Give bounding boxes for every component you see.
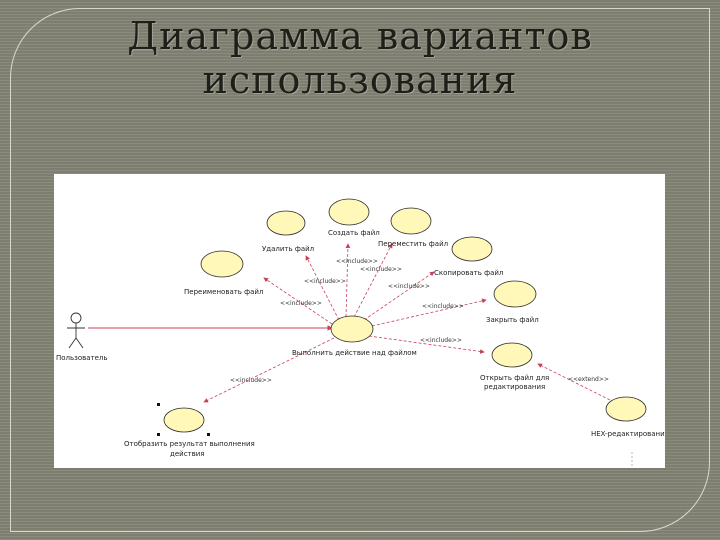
usecase-close-label: Закрыть файл	[486, 316, 539, 324]
actor-user	[67, 312, 85, 349]
usecase-show-label-2: действия	[170, 450, 205, 458]
usecase-copy	[451, 236, 493, 262]
usecase-open-edit-label-1: Открыть файл для	[480, 374, 549, 382]
slide-title: Диаграмма вариантов использования	[0, 14, 720, 102]
diagram-panel: Пользователь <<include>> <<include>> <<i…	[54, 174, 665, 468]
usecase-move-label: Переместить файл	[378, 240, 448, 248]
slide-frame	[10, 8, 710, 532]
extend-label: <<extend>>	[568, 376, 609, 383]
usecase-show-result	[163, 407, 205, 433]
include-label: <<include>>	[230, 377, 272, 384]
usecase-show-label-1: Отобразить результат выполнения	[124, 440, 255, 448]
include-relations	[203, 243, 611, 403]
usecase-main-label: Выполнить действие над файлом	[292, 349, 417, 357]
title-line-2: использования	[202, 58, 518, 102]
usecase-create-label: Создать файл	[328, 229, 380, 237]
selection-handle	[207, 433, 210, 436]
usecase-main	[330, 315, 374, 343]
selection-handle	[157, 433, 160, 436]
actor-user-label: Пользователь	[56, 354, 108, 362]
usecase-delete	[266, 210, 306, 236]
usecase-hex-label: HEX-редактирование	[591, 430, 665, 438]
usecase-open-edit-label-2: редактирования	[484, 383, 545, 391]
usecase-close	[493, 280, 537, 308]
usecase-rename-label: Переименовать файл	[184, 288, 263, 296]
title-line-1: Диаграмма вариантов	[127, 14, 593, 58]
include-label: <<include>>	[388, 283, 430, 290]
include-label: <<include>>	[336, 258, 378, 265]
include-label: <<include>>	[280, 300, 322, 307]
include-label: <<include>>	[422, 303, 464, 310]
include-label: <<include>>	[420, 337, 462, 344]
usecase-move	[390, 207, 432, 235]
usecase-open-edit	[491, 342, 533, 368]
usecase-copy-label: Скопировать файл	[434, 269, 503, 277]
use-case-diagram: Пользователь <<include>> <<include>> <<i…	[56, 198, 665, 468]
usecase-delete-label: Удалить файл	[262, 245, 314, 253]
usecase-hex	[605, 396, 647, 422]
selection-handle	[157, 403, 160, 406]
usecase-create	[328, 198, 370, 226]
usecase-rename	[200, 250, 244, 278]
include-label: <<include>>	[304, 278, 346, 285]
include-label: <<include>>	[360, 266, 402, 273]
